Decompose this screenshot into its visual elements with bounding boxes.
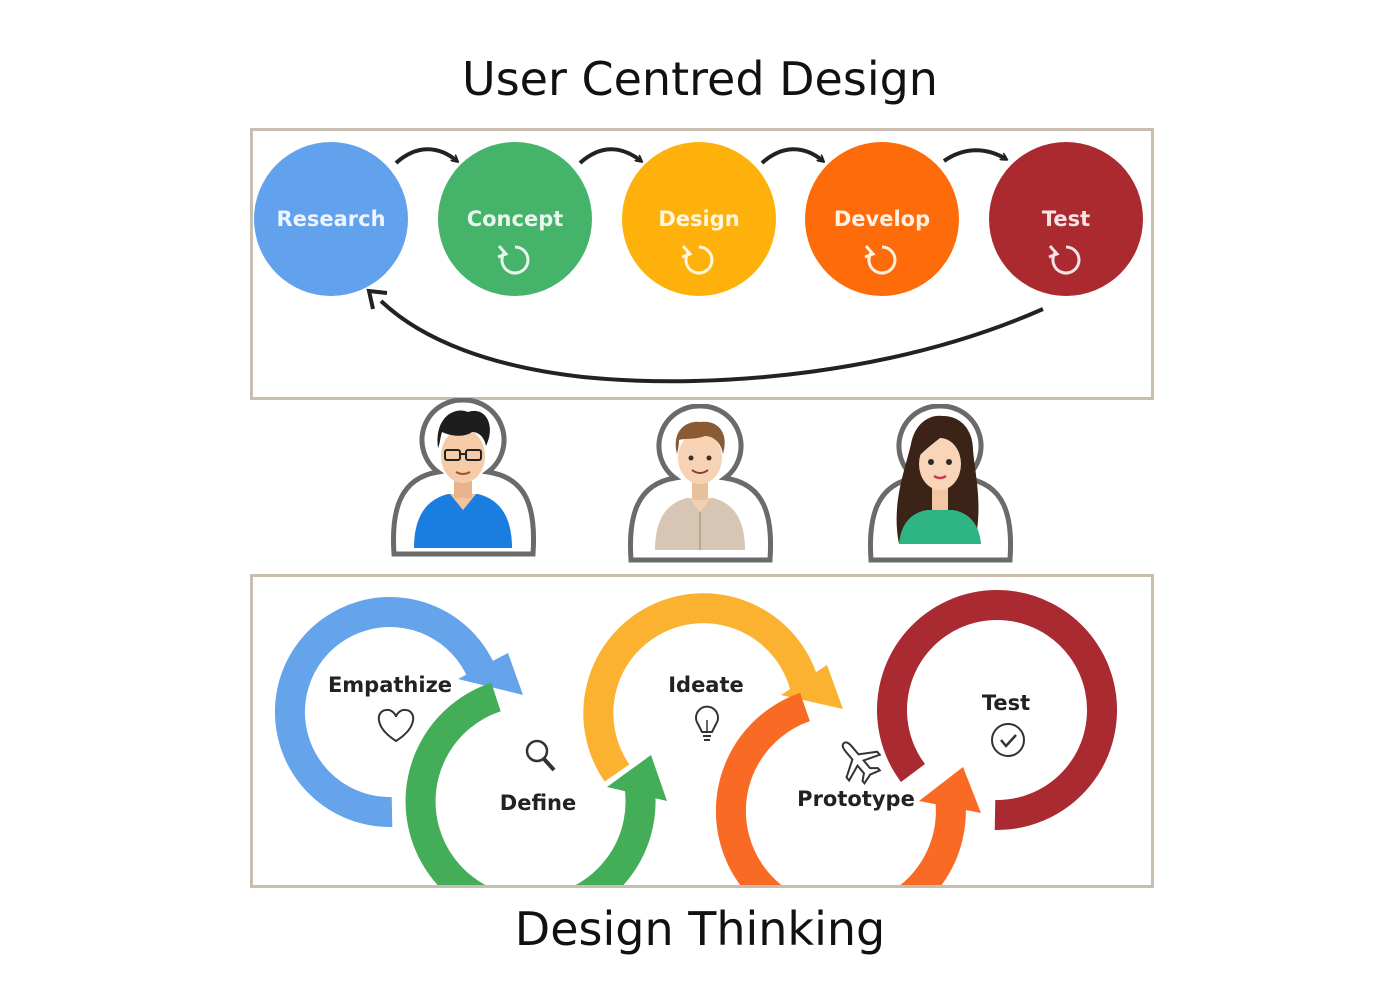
iteration-icon (497, 245, 530, 275)
ucd-stage-circle (622, 142, 776, 296)
user-avatar-beige-shirt (625, 403, 775, 571)
arrow-develop-to-test (942, 148, 1006, 163)
ucd-stage-research: Research (254, 142, 408, 296)
airplane-icon (841, 741, 882, 785)
dt-stage-empathize-arc (274, 597, 523, 828)
dt-stage-label-define: Define (500, 791, 576, 815)
feedback-arrow-test-to-research (379, 299, 1044, 384)
arrow-design-to-develop (760, 147, 823, 165)
ucd-stage-label: Develop (834, 207, 930, 231)
dt-stage-define-arc (405, 682, 667, 885)
user-centred-design-diagram: Research Concept Design Develop (250, 128, 1154, 400)
heart-icon (377, 708, 415, 743)
ucd-stage-label: Design (658, 207, 739, 231)
user-centred-design-title: User Centred Design (462, 52, 938, 106)
ucd-diagram-svg: Research Concept Design Develop (254, 142, 1143, 384)
ucd-stage-circle (989, 142, 1143, 296)
lightbulb-icon (695, 705, 719, 741)
user-avatar-glasses (388, 397, 538, 565)
arrow-research-to-concept (394, 147, 457, 165)
ucd-stage-test: Test (989, 142, 1143, 296)
dt-stage-label-ideate: Ideate (668, 673, 744, 697)
ucd-stage-concept: Concept (438, 142, 592, 296)
ucd-stage-circle (805, 142, 959, 296)
dt-stage-test-arc (877, 590, 1117, 831)
ucd-stage-circle (254, 142, 408, 296)
ucd-stage-circle (438, 142, 592, 296)
iteration-icon (864, 245, 897, 275)
magnifier-icon (525, 739, 556, 772)
iteration-icon (681, 245, 714, 275)
checkmark-icon (991, 723, 1025, 757)
iteration-icon (1048, 245, 1081, 275)
dt-stage-label-empathize: Empathize (328, 673, 452, 697)
dt-stage-prototype-arc (715, 692, 981, 885)
user-avatar-woman (865, 403, 1015, 571)
dt-diagram-svg: Empathize Define Ideate Prototype Test (274, 590, 1117, 885)
ucd-stage-develop: Develop (805, 142, 959, 296)
arrow-concept-to-design (578, 147, 641, 165)
ucd-stage-label: Concept (467, 207, 564, 231)
ucd-stage-design: Design (622, 142, 776, 296)
ucd-stage-label: Research (276, 207, 385, 231)
dt-stage-label-test: Test (982, 691, 1030, 715)
design-thinking-diagram: Empathize Define Ideate Prototype Test (250, 574, 1154, 888)
feedback-arrowhead (366, 288, 388, 310)
dt-stage-label-prototype: Prototype (797, 787, 915, 811)
ucd-stage-label: Test (1042, 207, 1090, 231)
design-thinking-title: Design Thinking (514, 902, 886, 956)
